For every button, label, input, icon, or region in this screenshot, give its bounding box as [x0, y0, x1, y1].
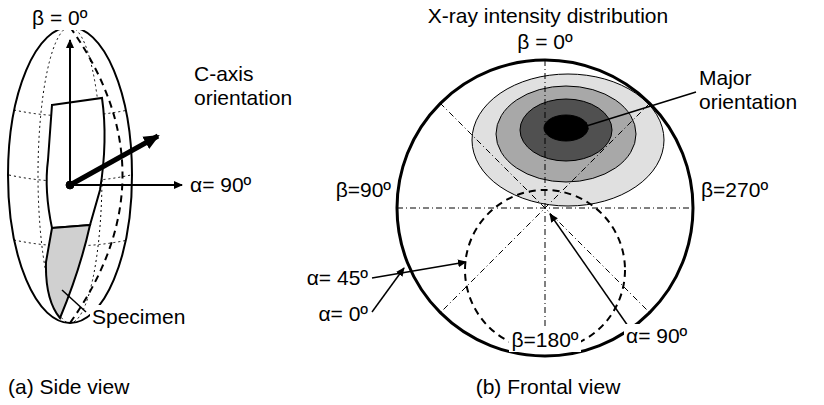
- leader-lines: [372, 92, 696, 326]
- angle-label: α= 90º: [624, 324, 689, 348]
- angle-label: β = 0º: [515, 30, 574, 54]
- angle-label: β=270º: [699, 178, 770, 202]
- angle-label: α= 0º: [316, 302, 370, 326]
- callout-label: Major orientation: [697, 66, 821, 114]
- angle-label: α= 45º: [305, 266, 370, 290]
- angle-label: β=90º: [334, 178, 393, 202]
- heading-label: X-ray intensity distribution: [426, 4, 670, 28]
- side-axes: [62, 40, 182, 312]
- axis-label: β = 0º: [30, 6, 89, 30]
- caption-label: (a) Side view: [6, 375, 131, 399]
- caption-label: (b) Frontal view: [474, 375, 623, 399]
- frontal-grid: [397, 60, 693, 356]
- axis-label: α= 90º: [188, 173, 253, 197]
- specimen-shape: [46, 98, 105, 318]
- part-label: Specimen: [90, 305, 187, 329]
- axis-label: C-axis orientation: [192, 62, 326, 110]
- side-sphere: [8, 27, 132, 323]
- intensity-contours: [472, 74, 664, 206]
- angle-label: β=180º: [509, 328, 580, 352]
